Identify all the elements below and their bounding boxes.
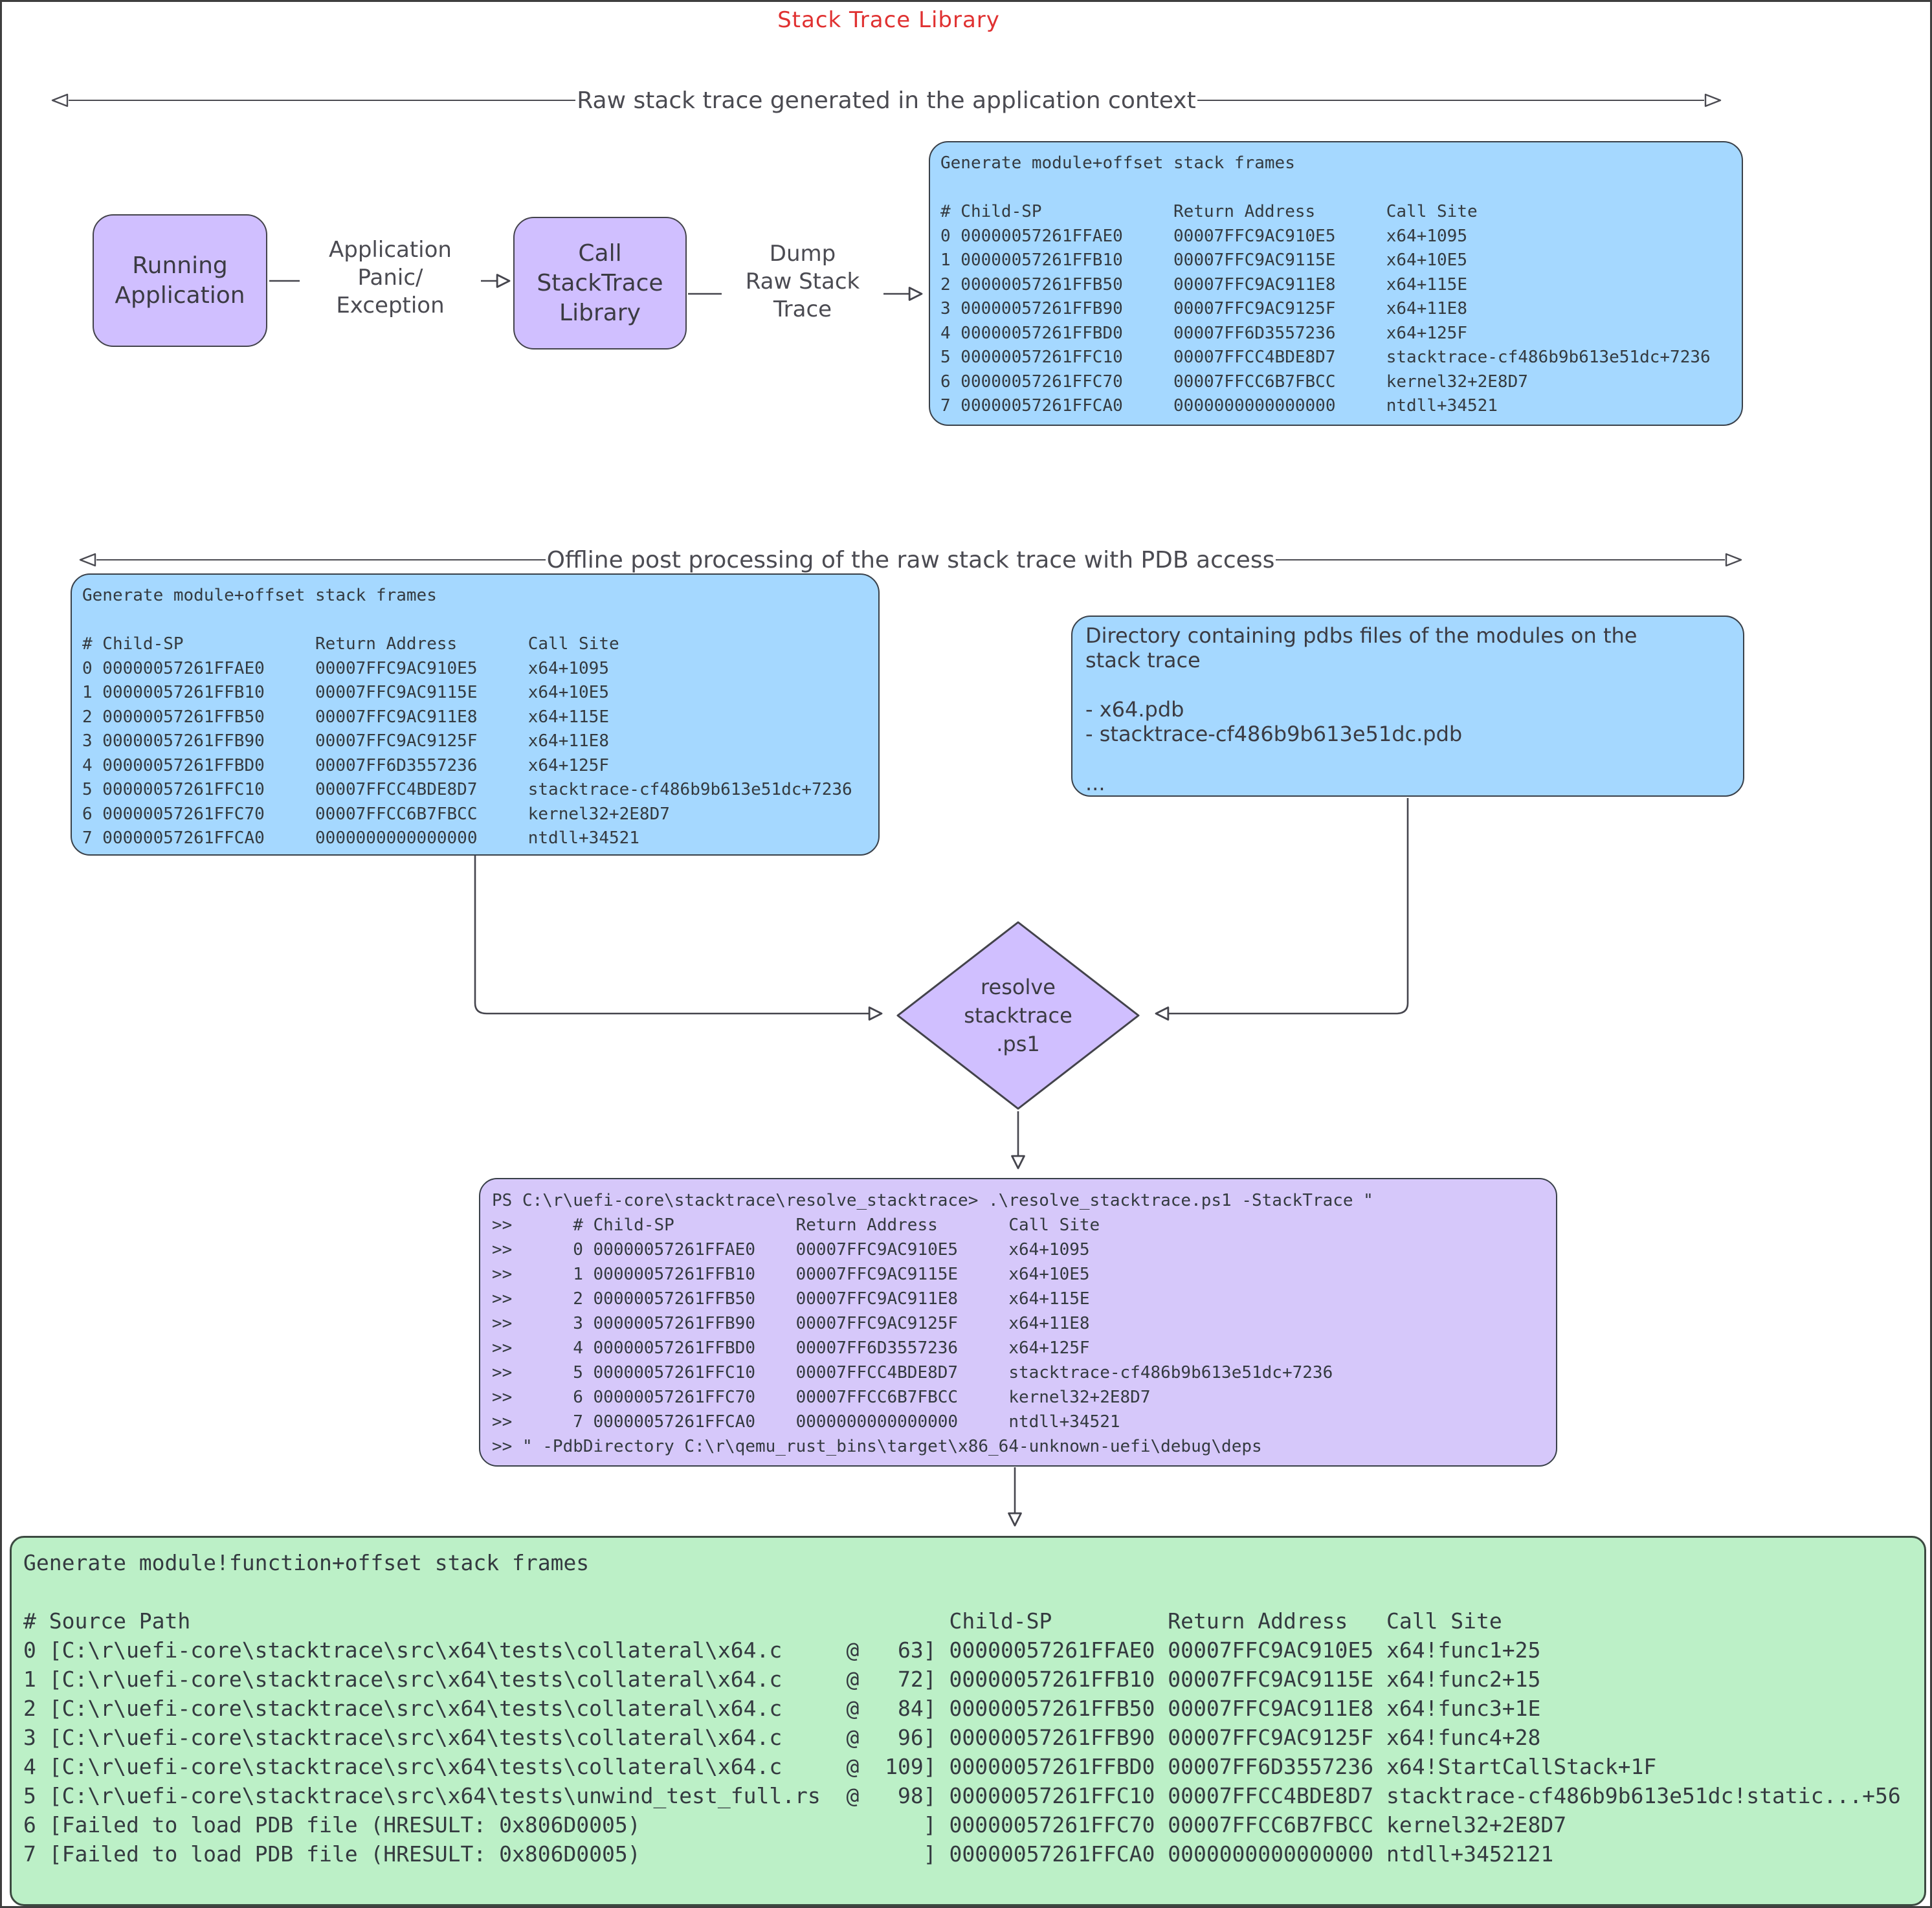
running-application-node: Running Application (93, 214, 267, 347)
page-title: Stack Trace Library (777, 7, 1000, 33)
call-stacktrace-library-label: Call StackTrace Library (537, 239, 663, 326)
header-line (69, 100, 576, 101)
raw-stack-trace-text: Generate module+offset stack frames # Ch… (940, 153, 1711, 416)
resolved-stack-trace-text: Generate module!function+offset stack fr… (23, 1550, 1901, 1867)
panic-arrow-label: Application Panic/ Exception (300, 236, 481, 320)
header-line (1276, 559, 1725, 560)
resolved-stack-trace-box: Generate module!function+offset stack fr… (10, 1536, 1926, 1906)
section-header-raw: Raw stack trace generated in the applica… (50, 86, 1722, 115)
section-header-offline: Offline post processing of the raw stack… (78, 546, 1743, 574)
connector-trace-to-resolver (474, 854, 883, 1021)
offline-stack-trace-text: Generate module+offset stack frames # Ch… (82, 586, 852, 848)
powershell-console-text: PS C:\r\uefi-core\stacktrace\resolve_sta… (492, 1191, 1373, 1456)
raw-stack-trace-box: Generate module+offset stack frames # Ch… (929, 141, 1743, 426)
offline-stack-trace-box: Generate module+offset stack frames # Ch… (71, 573, 880, 856)
resolver-diamond (896, 921, 1140, 1110)
header-line (96, 559, 546, 560)
dump-arrow-label: Dump Raw Stack Trace (722, 240, 883, 324)
left-arrow-icon (79, 553, 96, 567)
powershell-console-box: PS C:\r\uefi-core\stacktrace\resolve_sta… (479, 1178, 1557, 1467)
pdb-directory-box: Directory containing pdbs files of the m… (1071, 616, 1744, 797)
call-stacktrace-library-node: Call StackTrace Library (513, 217, 687, 349)
section-title-raw: Raw stack trace generated in the applica… (577, 87, 1196, 114)
connector-pdb-to-resolver (1155, 798, 1409, 1021)
header-line (1197, 100, 1704, 101)
right-arrow-icon (1704, 93, 1722, 107)
resolver-diamond-label: resolve stacktrace .ps1 (964, 975, 1072, 1056)
section-title-offline: Offline post processing of the raw stack… (546, 546, 1275, 573)
running-application-label: Running Application (115, 252, 245, 309)
left-arrow-icon (51, 93, 69, 107)
right-arrow-icon (1725, 553, 1742, 567)
